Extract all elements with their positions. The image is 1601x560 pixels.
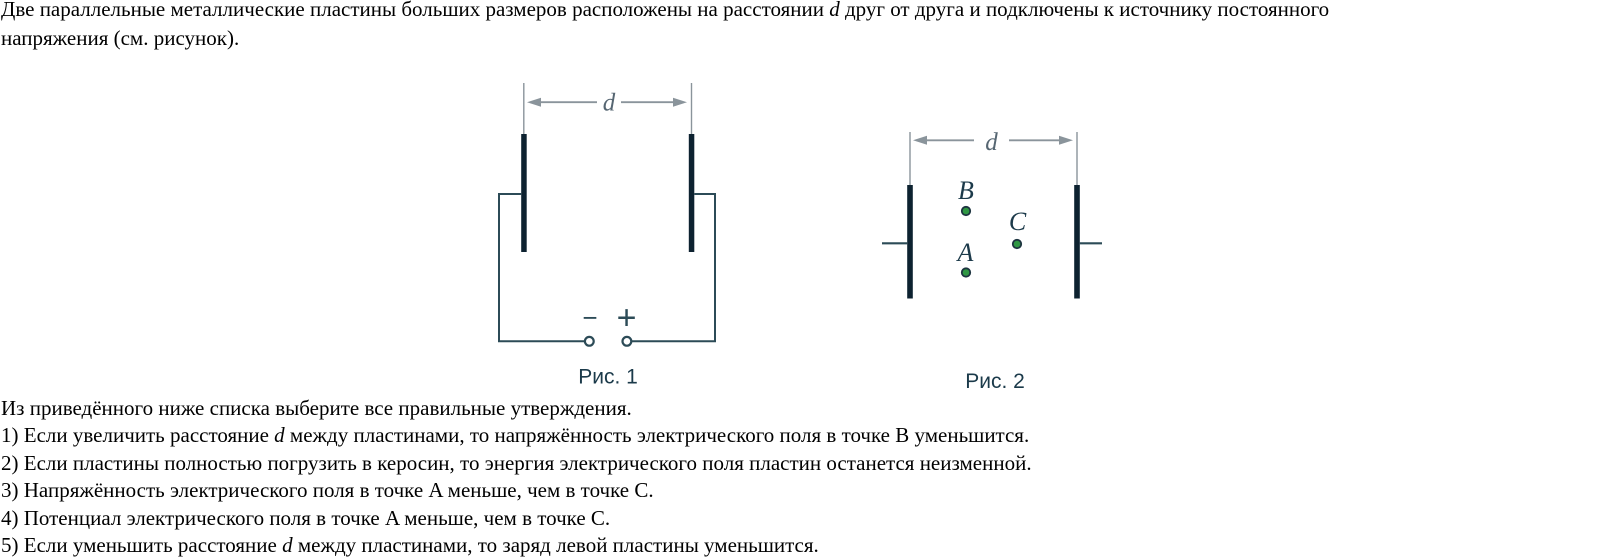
statements-list: Из приведённого ниже списка выберите все…: [1, 395, 1032, 559]
plus-sign: +: [617, 299, 637, 337]
figure-1-capacitor-circuit: d − + Рис. 1: [498, 83, 716, 389]
statement-1-text: 1) Если увеличить расстояние: [1, 423, 275, 448]
statement-4-text: 4) Потенциал электрического поля в точке…: [1, 505, 611, 530]
statements-prompt: Из приведённого ниже списка выберите все…: [1, 395, 1032, 422]
statement-5-text: 5) Если уменьшить расстояние: [1, 533, 283, 558]
terminal-positive: [621, 335, 633, 347]
point-C-marker: [1011, 238, 1023, 250]
figure-2-points-between-plates: d B C A Рис. 2: [882, 129, 1102, 393]
wire-right: [631, 193, 716, 343]
statement-3-text: 3) Напряжённость электрического поля в т…: [1, 478, 654, 503]
statement-item-3: 3) Напряжённость электрического поля в т…: [1, 477, 1032, 504]
intro-text-1: Две параллельные металлические пластины …: [1, 0, 830, 21]
statement-item-5: 5) Если уменьшить расстояние d между пла…: [1, 532, 1032, 559]
minus-sign: −: [582, 303, 597, 333]
plate-right: [688, 134, 695, 252]
statement-2-text: 2) Если пластины полностью погрузить в к…: [1, 450, 1032, 475]
figure-2-caption: Рис. 2: [965, 370, 1025, 393]
arrowhead-left-icon: [527, 97, 541, 107]
intro-text-3: напряжения (см. рисунок).: [1, 26, 240, 50]
statement-item-2: 2) Если пластины полностью погрузить в к…: [1, 450, 1032, 477]
point-B-marker: [960, 205, 972, 217]
distance-label-d: d: [603, 90, 616, 117]
statement-1-text-post: между пластинами, то напряжённость элект…: [284, 423, 1030, 448]
plate-left: [521, 134, 527, 252]
point-A-marker: [960, 267, 972, 278]
point-A-label: A: [956, 238, 974, 267]
plate-right: [1074, 185, 1080, 299]
arrowhead-left-icon: [913, 135, 927, 145]
statement-1-variable-d: d: [274, 423, 285, 448]
terminal-negative: [583, 335, 595, 347]
arrowhead-right-icon: [673, 97, 687, 107]
figure-1-caption: Рис. 1: [578, 366, 638, 389]
point-B-label: B: [958, 176, 974, 205]
arrowhead-right-icon: [1059, 135, 1073, 145]
statement-5-variable-d: d: [282, 533, 293, 558]
statement-item-4: 4) Потенциал электрического поля в точке…: [1, 505, 1032, 532]
distance-label-d: d: [985, 129, 998, 156]
statements-prompt-text: Из приведённого ниже списка выберите все…: [1, 396, 632, 420]
point-C-label: C: [1009, 207, 1027, 236]
plate-left: [907, 185, 913, 299]
statement-item-1: 1) Если увеличить расстояние d между пла…: [1, 422, 1032, 449]
statement-5-text-post: между пластинами, то заряд левой пластин…: [292, 533, 819, 558]
intro-text-2: друг от друга и подключены к источнику п…: [839, 0, 1330, 21]
problem-statement: Две параллельные металлические пластины …: [1, 0, 1329, 53]
distance-variable-d: d: [829, 0, 840, 21]
wire-left: [498, 193, 585, 343]
